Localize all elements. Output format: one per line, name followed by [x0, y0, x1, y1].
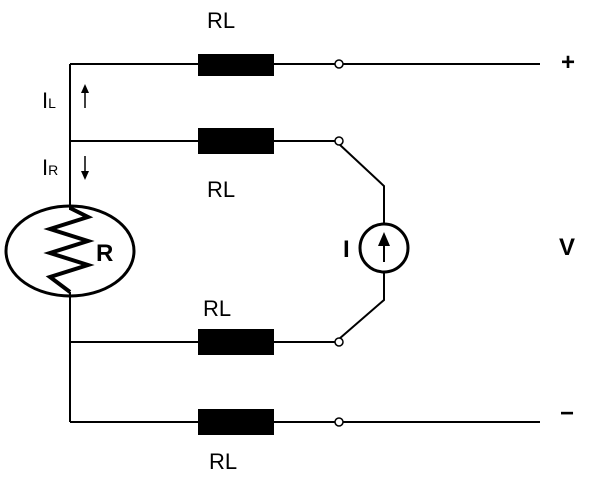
rtd-element	[4, 204, 136, 298]
terminals	[334, 59, 344, 427]
current-source-label: I	[343, 236, 350, 263]
rtd-zigzag-resistor-symbol	[43, 206, 95, 294]
il-arrow-up-icon	[81, 84, 89, 93]
current-source-arrow-up-icon	[378, 232, 390, 246]
terminal-3	[334, 337, 344, 347]
wire-3-to-source	[338, 270, 385, 340]
terminal-1	[334, 59, 344, 69]
il-label-main: I	[42, 88, 48, 113]
voltage-label: V	[559, 234, 575, 261]
lead-resistor-label-2: RL	[207, 177, 235, 202]
minus-terminal-sign: −	[560, 400, 574, 427]
current-source	[358, 222, 410, 274]
lead-resistor-3	[198, 329, 274, 355]
il-label: IL	[42, 88, 56, 113]
current-arrows	[81, 84, 89, 180]
wires	[69, 63, 540, 423]
ir-label-main: I	[42, 155, 48, 180]
rtd-enclosure	[4, 204, 136, 298]
lead-resistor-label-1: RL	[207, 8, 235, 33]
plus-terminal-sign: +	[561, 49, 575, 76]
wire-2-to-source	[338, 143, 385, 227]
lead-resistor-1	[198, 54, 274, 76]
ir-arrow-down-icon	[81, 171, 89, 180]
rtd-label: R	[96, 240, 113, 267]
lead-resistor-2	[198, 128, 274, 154]
il-label-subscript: L	[48, 95, 56, 111]
ir-label: IR	[42, 155, 58, 180]
terminal-4	[334, 417, 344, 427]
terminal-2	[334, 136, 344, 146]
lead-resistor-label-4: RL	[209, 449, 237, 474]
ir-label-subscript: R	[48, 162, 58, 178]
lead-resistors	[198, 54, 274, 435]
lead-resistor-4	[198, 409, 274, 435]
lead-resistor-label-3: RL	[203, 296, 231, 321]
